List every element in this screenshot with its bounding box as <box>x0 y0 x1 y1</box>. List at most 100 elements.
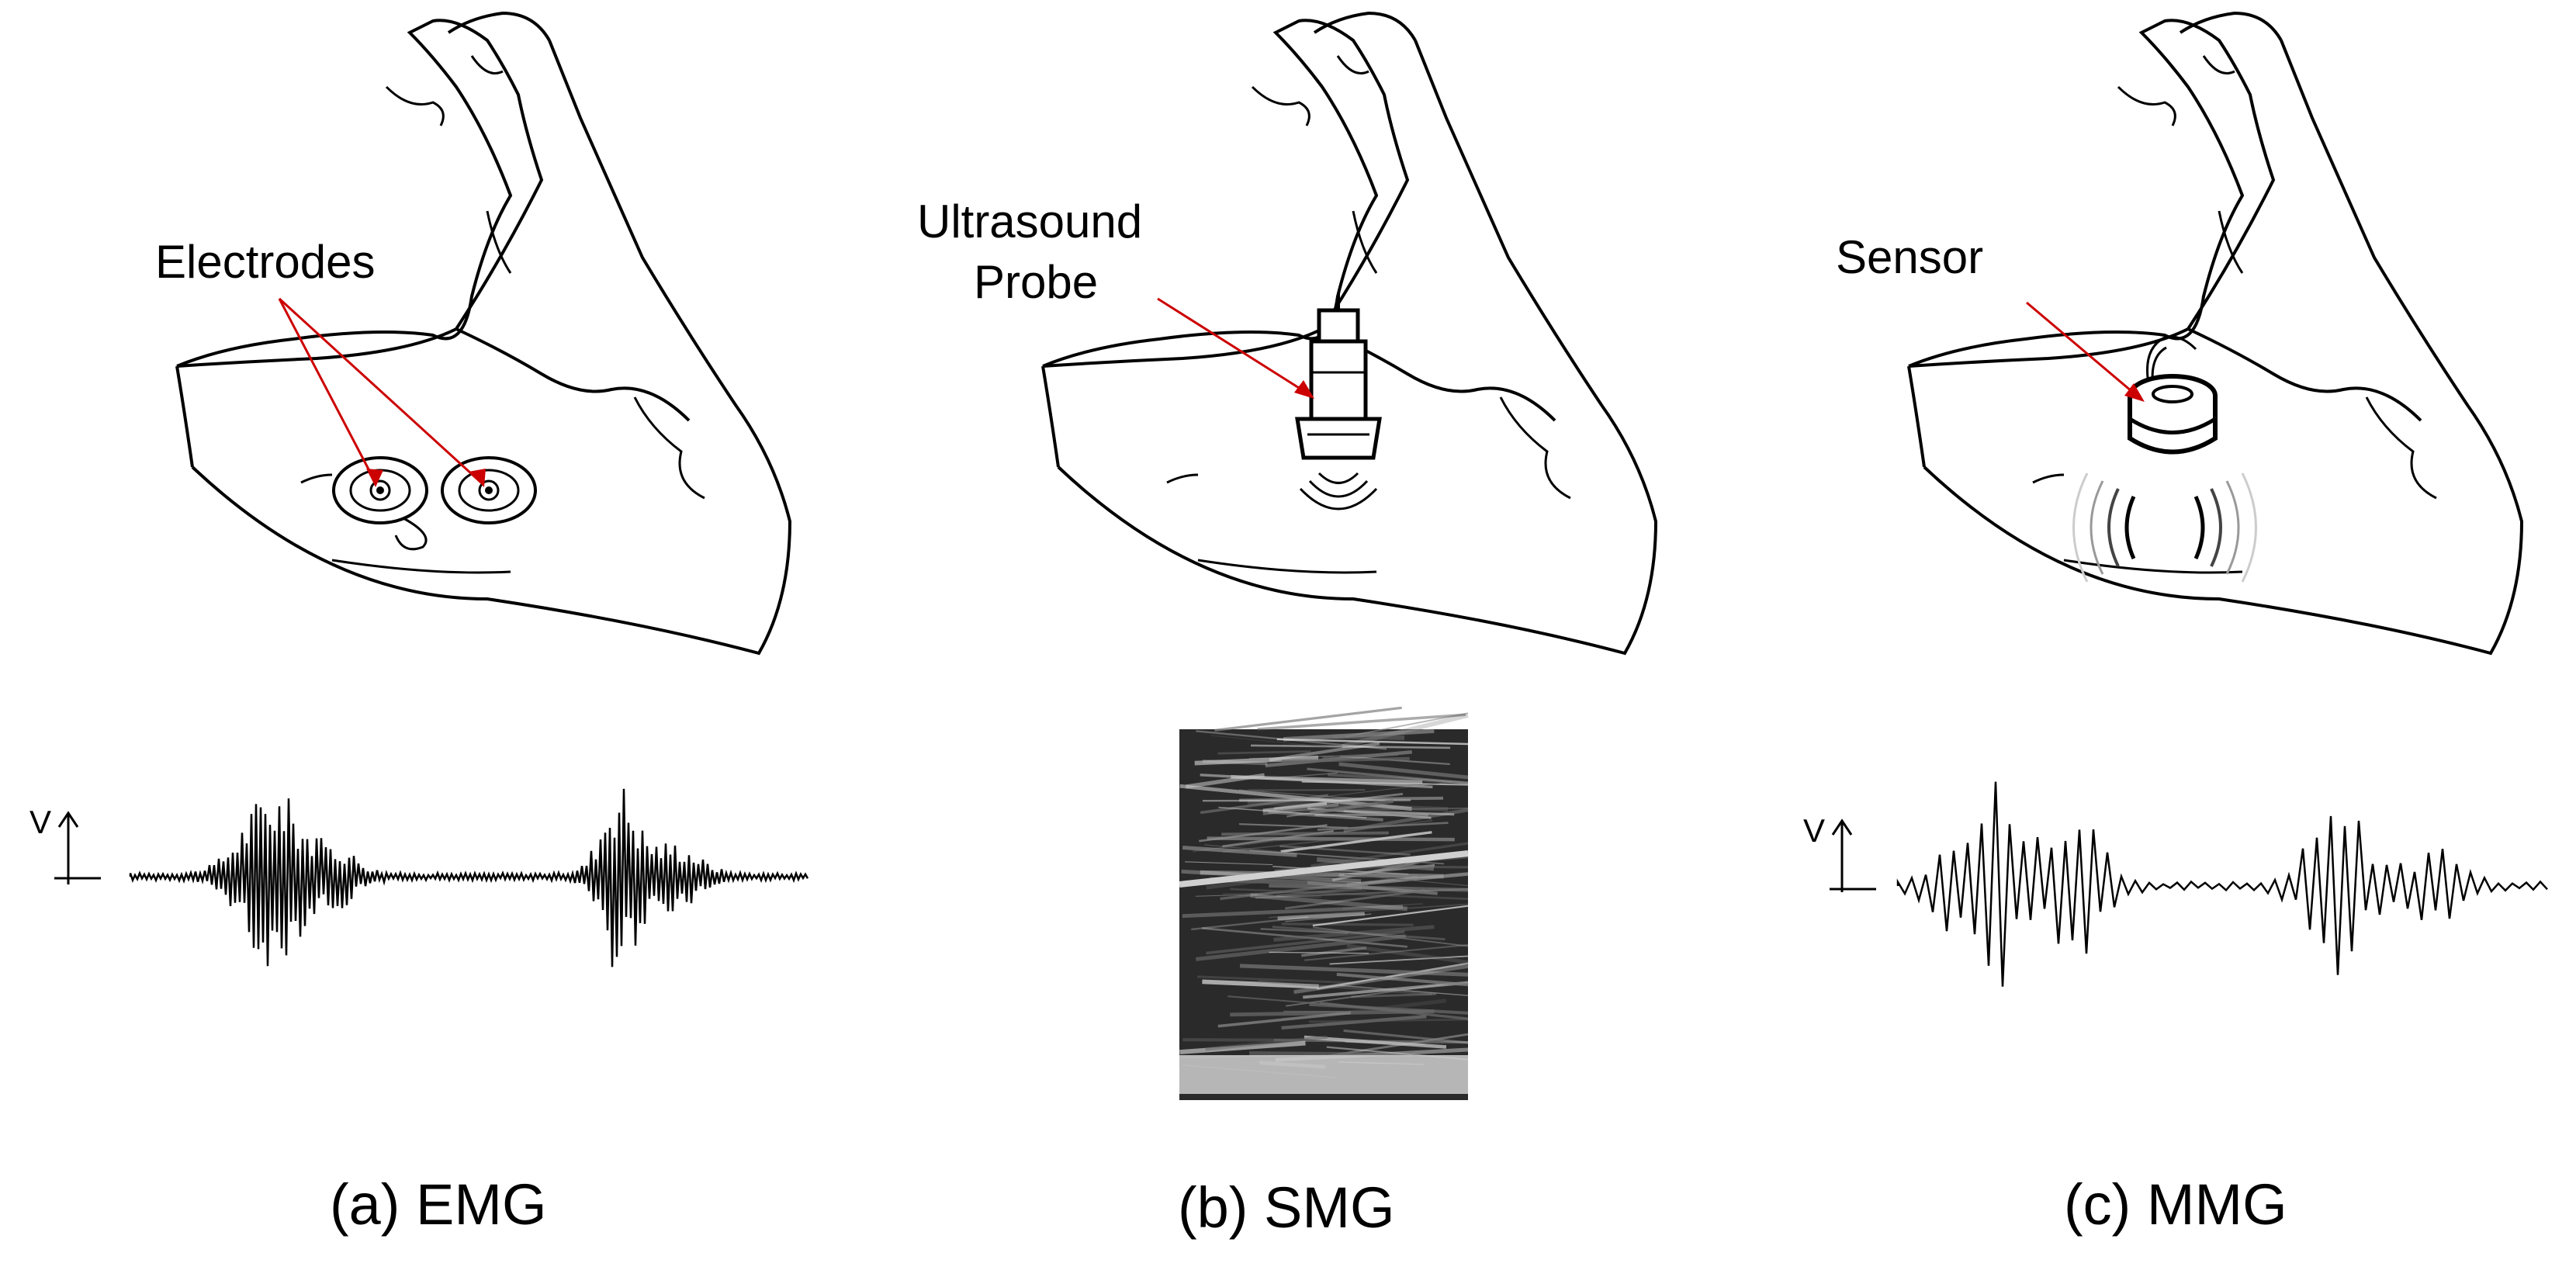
ultrasound-streak <box>1303 981 1469 999</box>
arm-with-electrodes <box>175 12 791 655</box>
ultrasound-streak <box>1204 844 1373 861</box>
ultrasound-streak <box>1293 964 1469 995</box>
ultrasound-streak <box>1279 845 1411 857</box>
ultrasound-streak <box>1281 1015 1427 1030</box>
caption-emg: (a) EMG <box>330 1172 547 1237</box>
ultrasound-streak <box>1308 1018 1469 1023</box>
ultrasound-streak <box>1210 735 1333 749</box>
ultrasound-streak <box>1338 762 1469 780</box>
ultrasound-streak <box>1221 831 1389 836</box>
ultrasound-streak <box>1345 1040 1426 1046</box>
ultrasound-streak <box>1307 767 1469 784</box>
ultrasound-streak <box>1218 806 1367 818</box>
ultrasound-streak <box>1250 744 1451 749</box>
ultrasound-streak <box>1196 730 1387 750</box>
ultrasound-streak <box>1191 915 1309 931</box>
caption-smg: (b) SMG <box>1178 1175 1395 1240</box>
caption-mmg: (c) MMG <box>2064 1172 2287 1237</box>
ultrasound-streak <box>1239 796 1444 802</box>
ultrasound-streak <box>1217 750 1311 755</box>
ultrasound-streak <box>1281 756 1410 763</box>
electrode-right <box>441 456 537 524</box>
sensor-label: Sensor <box>1836 231 1984 283</box>
emg-axis-label: V <box>29 804 52 840</box>
ultrasound-streak <box>1206 863 1390 890</box>
ultrasound-streak <box>1344 874 1469 887</box>
ultrasound-streak <box>1312 905 1469 927</box>
ultrasound-streak <box>1217 1011 1352 1028</box>
ultrasound-streak <box>1260 928 1349 934</box>
ultrasound-streak <box>1206 930 1405 955</box>
ultrasound-streak <box>1322 752 1399 760</box>
ultrasound-streak <box>1276 887 1362 898</box>
ultrasound-streak <box>1214 706 1402 732</box>
ultrasound-streak <box>1202 760 1268 766</box>
ultrasound-streak <box>1269 951 1369 954</box>
ultrasound-streak <box>1342 903 1423 910</box>
ultrasound-streak <box>1269 742 1380 762</box>
ultrasound-image <box>1179 706 1469 1100</box>
ultrasound-streak <box>1269 903 1469 919</box>
ultrasound-streak <box>1273 807 1469 812</box>
ultrasound-streak <box>1200 794 1329 815</box>
ultrasound-streak <box>1196 975 1351 985</box>
emg-signal <box>129 788 809 967</box>
mmg-axis <box>1830 818 1876 892</box>
ultrasound-streak <box>1304 943 1469 961</box>
ultrasound-streak <box>1185 861 1273 866</box>
ultrasound-streak <box>1250 893 1407 912</box>
emg-axis <box>54 811 101 884</box>
sensor-icon <box>2128 335 2218 455</box>
ultrasound-streak <box>1329 955 1469 965</box>
vibration-waves-icon <box>2072 472 2257 583</box>
ultrasound-streak <box>1332 734 1405 740</box>
ultrasound-streak <box>1230 888 1469 900</box>
ultrasound-streak <box>1283 728 1435 742</box>
ultrasound-probe-label-line1: Ultrasound <box>917 196 1143 247</box>
ultrasound-streak <box>1195 894 1258 897</box>
ultrasound-streak <box>1202 799 1411 802</box>
ultrasound-streak <box>1200 870 1444 879</box>
ultrasound-streak <box>1319 1002 1469 1020</box>
ultrasound-streak <box>1285 913 1372 922</box>
ultrasound-streak <box>1238 789 1386 801</box>
ultrasound-streak <box>1272 926 1446 941</box>
ultrasound-streak <box>1280 831 1432 853</box>
ultrasound-streak <box>1182 845 1297 857</box>
ultrasound-streak <box>1281 922 1414 926</box>
ultrasound-streak <box>1231 775 1423 784</box>
ultrasound-pointer <box>1157 297 1314 399</box>
ultrasound-streak <box>1207 836 1455 842</box>
ultrasound-streak <box>1179 1040 1306 1055</box>
ultrasound-streak <box>1304 1035 1447 1049</box>
ultrasound-streak <box>1276 738 1469 746</box>
ultrasound-bone-band <box>1179 1055 1468 1094</box>
ultrasound-streak <box>1285 889 1425 910</box>
ultrasound-streak <box>1268 810 1383 822</box>
ultrasound-streak <box>1343 1029 1469 1044</box>
sensor-pointer <box>2026 301 2145 402</box>
ultrasound-streak <box>1238 823 1349 829</box>
ultrasound-streak <box>1317 822 1449 831</box>
ultrasound-streak <box>1310 799 1394 815</box>
ultrasound-streak <box>1343 809 1455 816</box>
ultrasound-streak <box>1196 934 1407 961</box>
ultrasound-streak <box>1199 824 1328 843</box>
ultrasound-streak <box>1202 979 1319 989</box>
ultrasound-probe-icon <box>1295 293 1382 510</box>
ultrasound-streak <box>1194 756 1319 766</box>
ultrasound-streak <box>1240 964 1469 977</box>
ultrasound-streak <box>1273 925 1435 942</box>
ultrasound-streak <box>1272 865 1409 875</box>
ultrasound-streak <box>1257 713 1466 731</box>
ultrasound-streak <box>1328 773 1469 784</box>
mmg-signal <box>1896 781 2548 987</box>
ultrasound-streak <box>1277 912 1365 921</box>
ultrasound-streak <box>1346 943 1469 964</box>
ultrasound-streak <box>1222 890 1366 895</box>
ultrasound-streak <box>1205 1035 1328 1051</box>
ultrasound-streak <box>1336 972 1469 987</box>
ultrasound-probe-label-line2: Probe <box>974 256 1099 308</box>
ultrasound-streak <box>1249 1051 1413 1057</box>
